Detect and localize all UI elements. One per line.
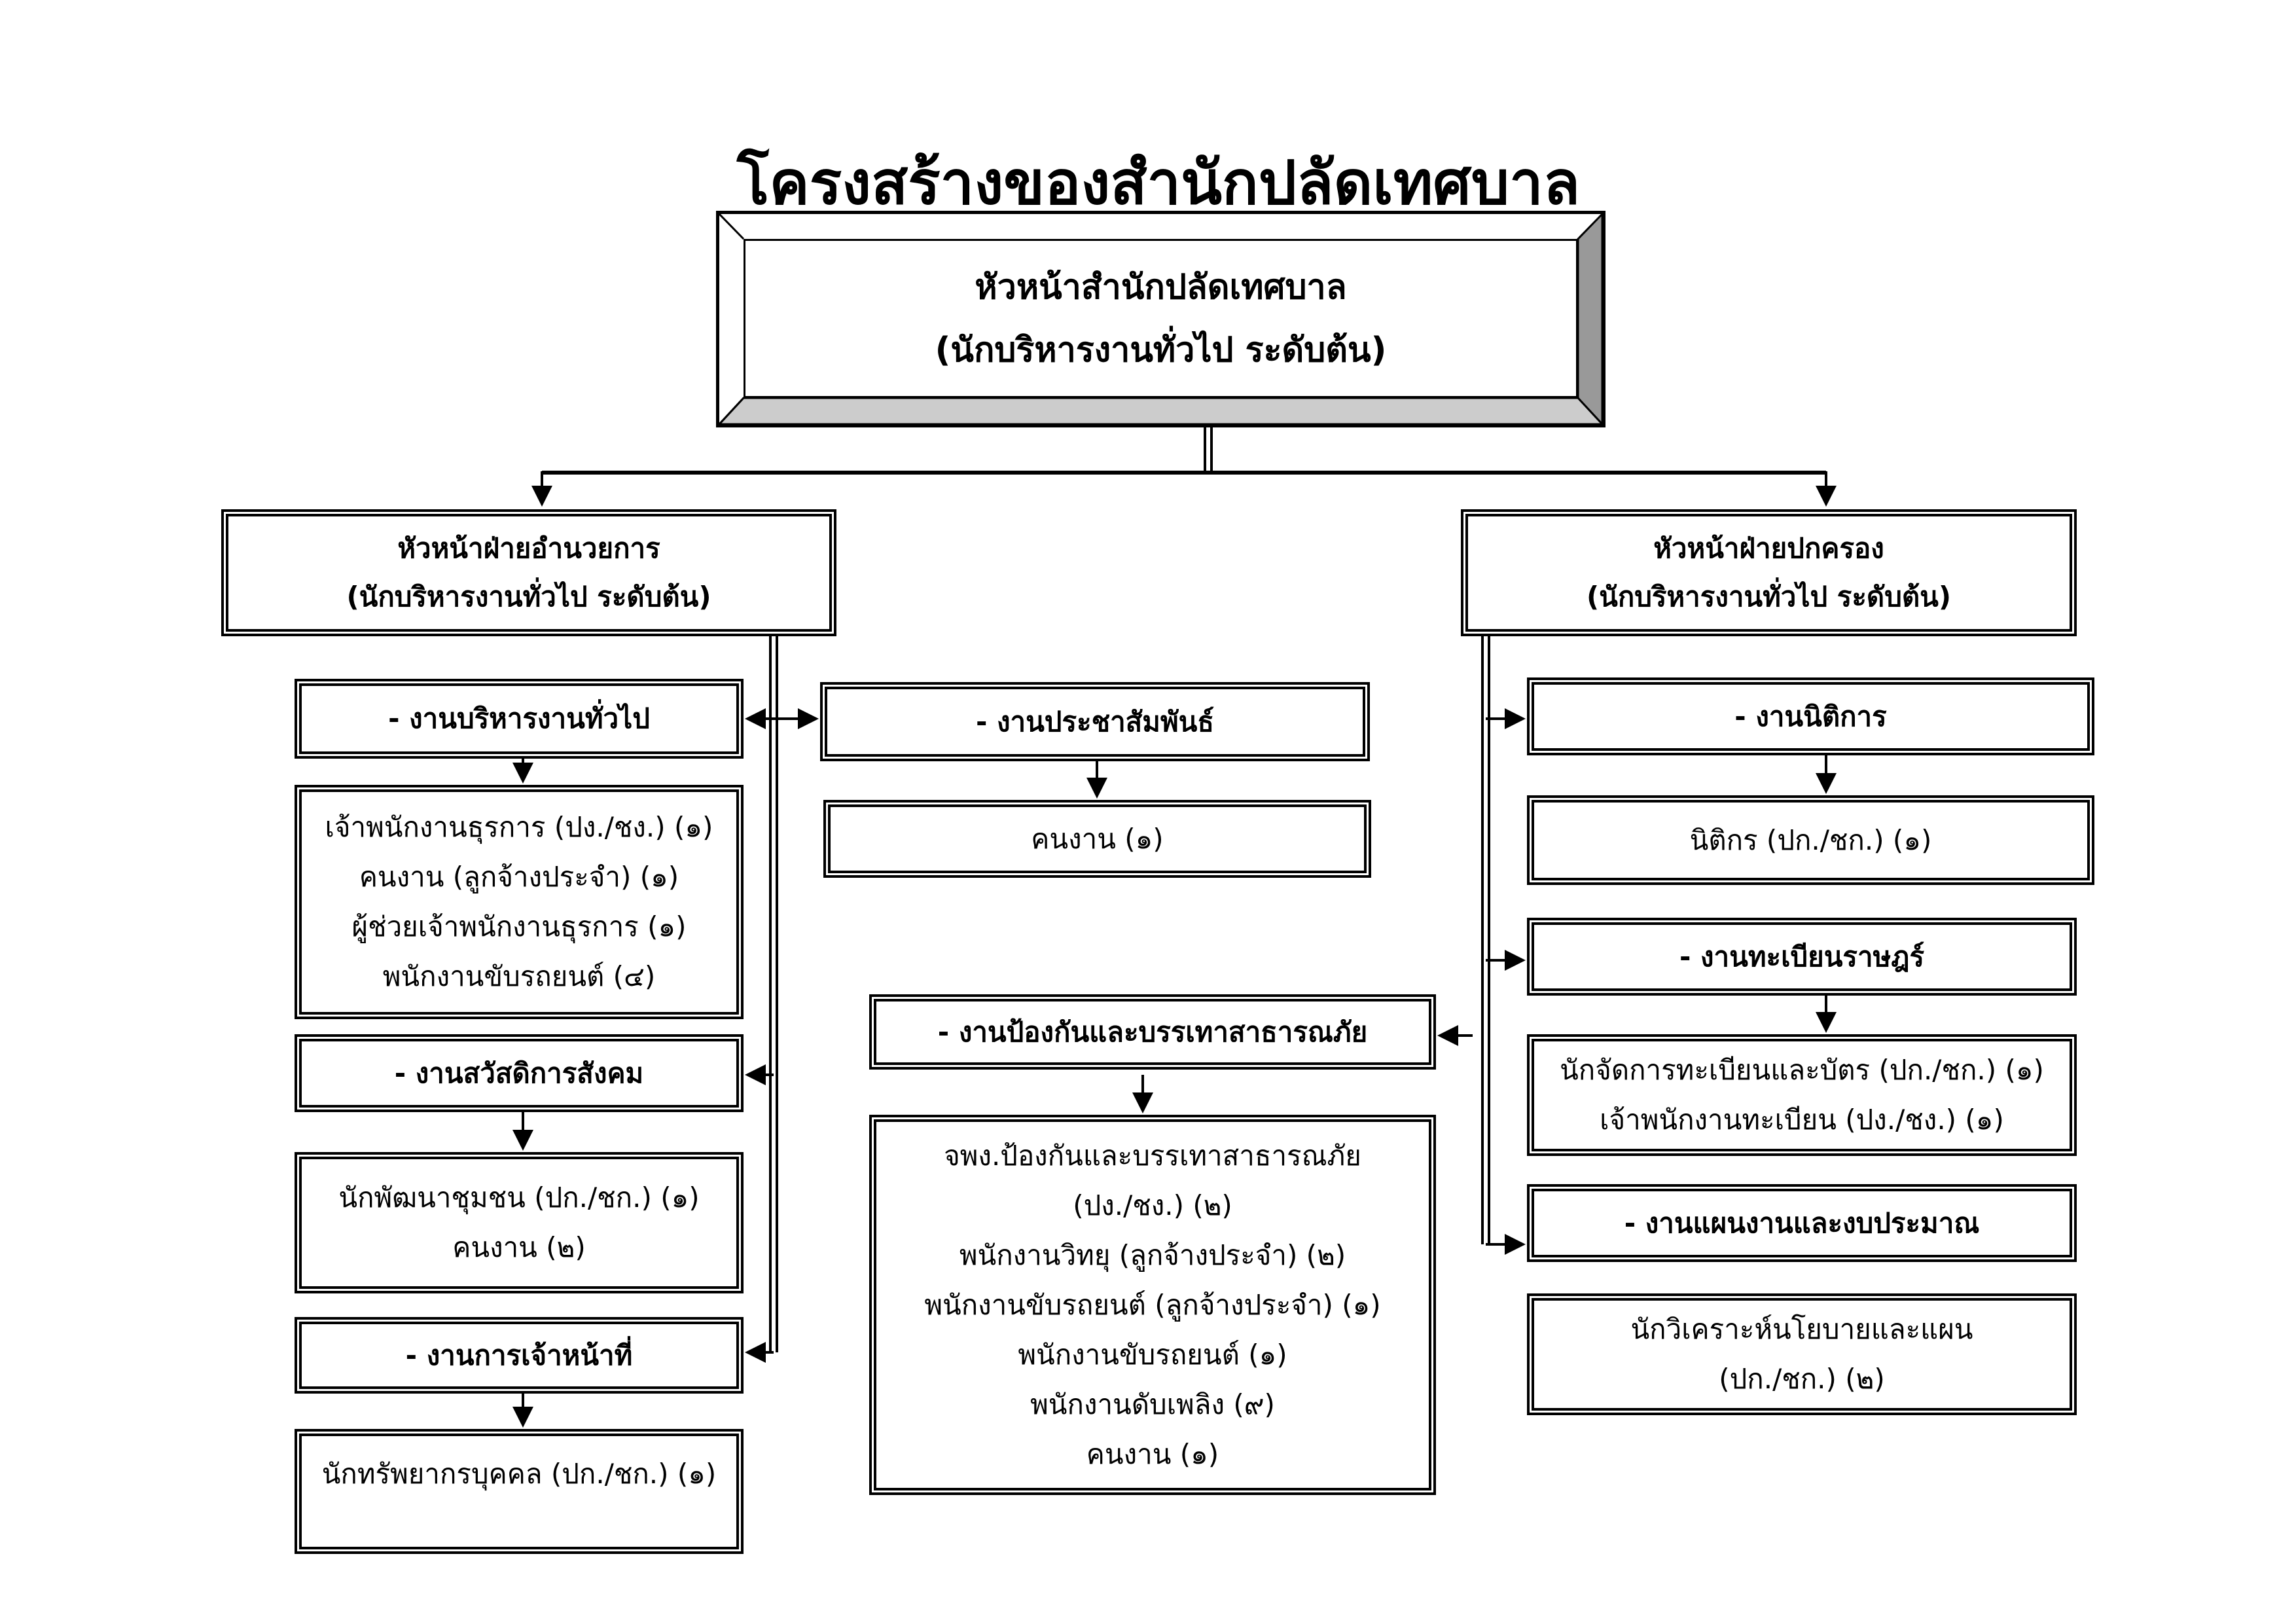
unit-label: - งานทะเบียนราษฎร์ (1679, 940, 1925, 973)
staff-item: พนักงานขับรถยนต์ (ลูกจ้างประจำ) (๑) (924, 1288, 1381, 1321)
unit-disaster-prevention: - งานป้องกันและบรรเทาสาธารณภัย (869, 994, 1436, 1070)
staff-item: (ปก./ชก.) (๒) (1719, 1363, 1885, 1395)
staff-item: คนงาน (๑) (1031, 822, 1164, 855)
left-division-head: หัวหน้าฝ่ายอำนวยการ (นักบริหารงานทั่วไป … (221, 509, 836, 636)
staff-item: นิติกร (ปก./ชก.) (๑) (1689, 823, 1932, 856)
unit-social-welfare: - งานสวัสดิการสังคม (295, 1034, 744, 1112)
unit-personnel: - งานการเจ้าหน้าที่ (295, 1317, 744, 1394)
unit-label: - งานบริหารงานทั่วไป (388, 702, 650, 734)
staff-civil-registration: นักจัดการทะเบียนและบัตร (ปก./ชก.) (๑) เจ… (1527, 1034, 2077, 1156)
staff-item: นักจัดการทะเบียนและบัตร (ปก./ชก.) (๑) (1560, 1054, 2044, 1086)
bevel-frame (719, 214, 1602, 424)
staff-item: พนักงานวิทยุ (ลูกจ้างประจำ) (๒) (959, 1238, 1346, 1271)
staff-item: (ปง./ชง.) (๒) (1073, 1189, 1232, 1221)
staff-item: คนงาน (๑) (1086, 1437, 1219, 1470)
staff-item: นักวิเคราะห์นโยบายและแผน (1630, 1313, 1973, 1345)
staff-item: ผู้ช่วยเจ้าพนักงานธุรการ (๑) (351, 911, 687, 943)
right-division-head: หัวหน้าฝ่ายปกครอง (นักบริหารงานทั่วไป ระ… (1461, 509, 2077, 636)
unit-label: - งานนิติการ (1734, 700, 1887, 732)
left-division-line1: หัวหน้าฝ่ายอำนวยการ (397, 532, 660, 564)
unit-label: - งานประชาสัมพันธ์ (975, 705, 1215, 738)
head-box: หัวหน้าสำนักปลัดเทศบาล (นักบริหารงานทั่ว… (716, 211, 1605, 427)
head-line1: หัวหน้าสำนักปลัดเทศบาล (975, 267, 1347, 307)
staff-general-admin: เจ้าพนักงานธุรการ (ปง./ชง.) (๑) คนงาน (ล… (295, 785, 744, 1019)
staff-planning-budget: นักวิเคราะห์นโยบายและแผน (ปก./ชก.) (๒) (1527, 1293, 2077, 1415)
unit-planning-budget: - งานแผนงานและงบประมาณ (1527, 1184, 2077, 1262)
right-division-line1: หัวหน้าฝ่ายปกครอง (1653, 532, 1884, 564)
staff-item: คนงาน (ลูกจ้างประจำ) (๑) (359, 861, 679, 893)
staff-item: พนักงานขับรถยนต์ (๑) (1018, 1338, 1287, 1371)
staff-item: นักพัฒนาชุมชน (ปก./ชก.) (๑) (338, 1182, 700, 1214)
staff-disaster-prevention: จพง.ป้องกันและบรรเทาสาธารณภัย (ปง./ชง.) … (869, 1115, 1436, 1495)
unit-label: - งานสวัสดิการสังคม (394, 1056, 644, 1089)
head-line2: (นักบริหารงานทั่วไป ระดับต้น) (935, 330, 1387, 370)
staff-public-relations: คนงาน (๑) (823, 800, 1371, 878)
unit-public-relations: - งานประชาสัมพันธ์ (820, 682, 1370, 761)
unit-legal: - งานนิติการ (1527, 677, 2094, 755)
chart-title: โครงสร้างของสำนักปลัดเทศบาล (736, 148, 1581, 218)
unit-label: - งานแผนงานและงบประมาณ (1624, 1206, 1980, 1239)
right-division-line2: (นักบริหารงานทั่วไป ระดับต้น) (1586, 581, 1952, 613)
staff-legal: นิติกร (ปก./ชก.) (๑) (1527, 795, 2094, 885)
left-division-line2: (นักบริหารงานทั่วไป ระดับต้น) (346, 581, 711, 613)
unit-label: - งานป้องกันและบรรเทาสาธารณภัย (937, 1015, 1368, 1048)
unit-civil-registration: - งานทะเบียนราษฎร์ (1527, 918, 2077, 996)
head-title: หัวหน้าสำนักปลัดเทศบาล (นักบริหารงานทั่ว… (744, 239, 1578, 398)
unit-label: - งานการเจ้าหน้าที่ (405, 1339, 633, 1371)
staff-social-welfare: นักพัฒนาชุมชน (ปก./ชก.) (๑) คนงาน (๒) (295, 1152, 744, 1293)
staff-item: เจ้าพนักงานธุรการ (ปง./ชง.) (๑) (325, 811, 713, 843)
staff-item: พนักงานดับเพลิง (๙) (1030, 1388, 1275, 1420)
staff-personnel: นักทรัพยากรบุคคล (ปก./ชก.) (๑) (295, 1429, 744, 1554)
staff-item: จพง.ป้องกันและบรรเทาสาธารณภัย (944, 1139, 1361, 1172)
staff-item: พนักงานขับรถยนต์ (๔) (382, 960, 656, 992)
staff-item: เจ้าพนักงานทะเบียน (ปง./ชง.) (๑) (1600, 1104, 2004, 1136)
staff-item: คนงาน (๒) (452, 1231, 586, 1263)
staff-item: นักทรัพยากรบุคคล (ปก./ชก.) (๑) (321, 1458, 717, 1490)
unit-general-admin: - งานบริหารงานทั่วไป (295, 679, 744, 759)
